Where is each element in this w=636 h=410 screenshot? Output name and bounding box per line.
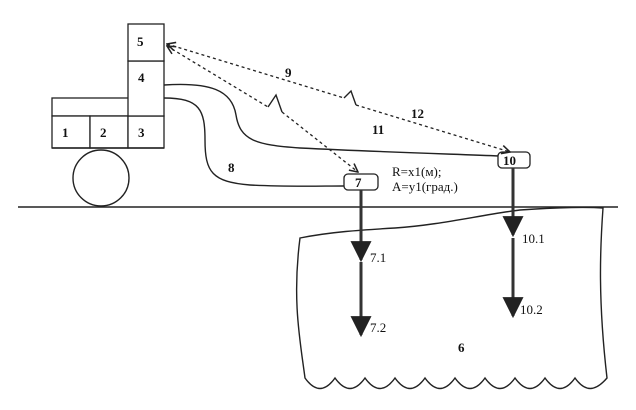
label-6: 6	[458, 340, 465, 355]
link-9-segment-a	[167, 46, 269, 108]
label-1: 1	[62, 125, 69, 140]
link-9-zigzag	[267, 93, 283, 113]
label-7-2: 7.2	[370, 320, 386, 335]
label-7-1: 7.1	[370, 250, 386, 265]
label-10-1: 10.1	[522, 231, 545, 246]
label-9: 9	[285, 65, 292, 80]
label-4: 4	[138, 70, 145, 85]
soil-region-boundary	[295, 206, 608, 390]
cable-8	[163, 97, 345, 187]
label-11: 11	[372, 122, 384, 137]
label-8: 8	[228, 160, 235, 175]
label-10: 10	[503, 153, 516, 168]
cable-11	[163, 83, 501, 157]
vehicle-wheel	[72, 149, 130, 207]
wireless-link-12	[167, 44, 510, 152]
readout-range: R=x1(м);	[392, 164, 442, 179]
label-5: 5	[137, 34, 144, 49]
readout-angle: A=y1(град.)	[392, 179, 458, 194]
label-12: 12	[411, 106, 424, 121]
block-5	[127, 23, 165, 62]
wireless-link-9	[167, 46, 358, 172]
vehicle-roof	[51, 97, 131, 117]
label-10-2: 10.2	[520, 302, 543, 317]
link-12-zigzag	[343, 89, 357, 106]
link-9-segment-b	[281, 111, 358, 172]
block-3	[127, 115, 165, 149]
block-1	[51, 115, 91, 149]
block-4	[127, 60, 165, 117]
link-12-segment-a	[167, 44, 345, 99]
vehicle-unit	[51, 23, 165, 207]
label-2: 2	[100, 125, 107, 140]
block-2	[89, 115, 129, 149]
label-7: 7	[355, 175, 362, 190]
link-12-segment-b	[355, 104, 510, 152]
label-3: 3	[138, 125, 145, 140]
